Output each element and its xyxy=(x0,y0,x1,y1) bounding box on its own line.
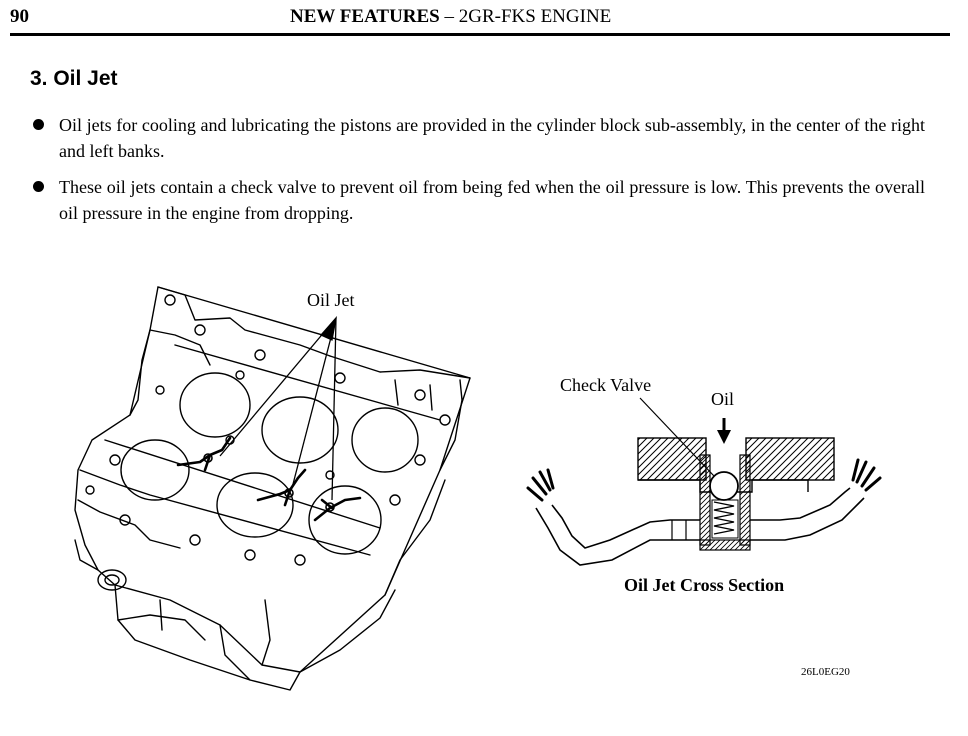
section-title: 3. Oil Jet xyxy=(30,67,118,90)
label-check-valve: Check Valve xyxy=(560,375,652,395)
bullet-item: These oil jets contain a check valve to … xyxy=(30,174,925,226)
oil-jet-cross-section xyxy=(526,397,882,566)
header-rule xyxy=(10,33,950,36)
bullet-text: Oil jets for cooling and lubricating the… xyxy=(59,115,925,161)
label-oil: Oil xyxy=(711,389,735,409)
oil-jet-leader-lines xyxy=(219,315,338,501)
bullet-list: Oil jets for cooling and lubricating the… xyxy=(30,112,925,236)
bullet-text: These oil jets contain a check valve to … xyxy=(59,177,925,223)
running-head-bold: NEW FEATURES xyxy=(290,6,440,27)
running-head: NEW FEATURES – 2GR-FKS ENGINE xyxy=(290,6,611,28)
running-head-rest: – 2GR-FKS ENGINE xyxy=(439,6,612,27)
figure-caption: Oil Jet Cross Section xyxy=(624,575,785,595)
bullet-item: Oil jets for cooling and lubricating the… xyxy=(30,112,925,164)
bullet-dot-icon xyxy=(33,119,44,130)
page-number: 90 xyxy=(10,6,29,27)
oil-jet-icons xyxy=(176,436,362,522)
label-oil-jet: Oil Jet xyxy=(307,290,355,310)
bullet-dot-icon xyxy=(33,181,44,192)
engine-block-drawing xyxy=(74,286,471,691)
figure-code: 26L0EG20 xyxy=(801,666,850,678)
